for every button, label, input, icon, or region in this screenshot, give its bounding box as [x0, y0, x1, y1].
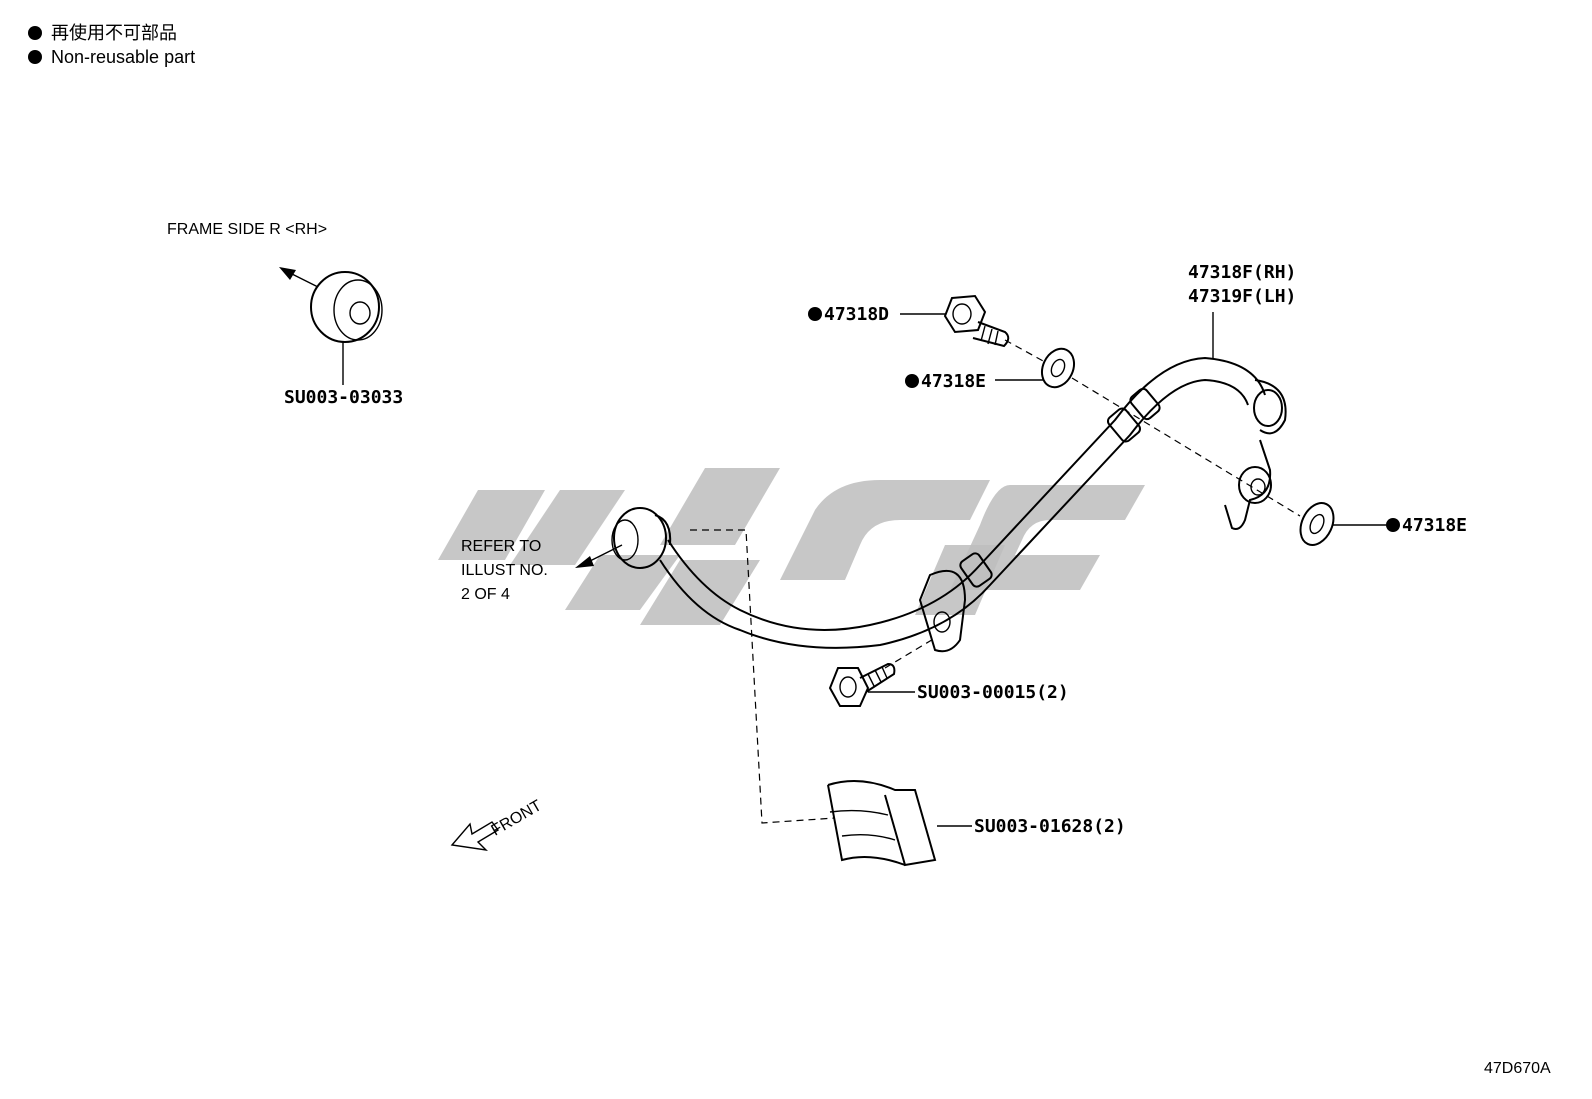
alignment-line-small-bolt [884, 637, 936, 669]
legend-bullet-en [28, 50, 42, 64]
refer-label-line1: REFER TO [461, 538, 541, 555]
legend: 再使用不可部品 Non-reusable part [28, 23, 195, 67]
washer-lower-part [1299, 502, 1386, 546]
frame-side-label: FRAME SIDE R <RH> [167, 221, 327, 238]
grommet-part-number: SU003-03033 [284, 387, 403, 408]
non-reusable-bullet-d [808, 307, 822, 321]
non-reusable-bullet-e1 [905, 374, 919, 388]
front-label: FRONT [489, 797, 545, 839]
refer-label-line2: ILLUST NO. [461, 562, 548, 579]
front-arrow-icon [450, 821, 500, 852]
washer-upper-part-number: 47318E [921, 371, 986, 392]
clip-part-number: SU003-01628(2) [974, 816, 1126, 837]
alignment-line-clip [690, 529, 836, 824]
refer-arrow-icon [575, 544, 623, 568]
legend-text-en: Non-reusable part [51, 47, 195, 67]
drawing-id: 47D670A [1484, 1060, 1551, 1077]
small-bolt-part-number: SU003-00015(2) [917, 682, 1069, 703]
small-bolt-part [828, 662, 915, 707]
legend-bullet-jp [28, 26, 42, 40]
legend-text-jp: 再使用不可部品 [51, 23, 177, 43]
watermark-logo [438, 468, 1145, 625]
hose-part-number-rh: 47318F(RH) [1188, 262, 1296, 283]
hose-part-number-lh: 47319F(LH) [1188, 286, 1296, 307]
bolt-47318d-part-number: 47318D [824, 304, 889, 325]
non-reusable-bullet-e2 [1386, 518, 1400, 532]
washer-lower-part-number: 47318E [1402, 515, 1467, 536]
brake-hose-assembly [611, 312, 1287, 653]
grommet-part [310, 271, 383, 385]
frame-side-arrow-icon [279, 267, 319, 288]
washer-upper-part [995, 347, 1076, 389]
clip-part [827, 780, 972, 867]
bolt-47318d-part [900, 294, 1010, 348]
alignment-line-upper [1004, 339, 1301, 517]
refer-label-line3: 2 OF 4 [461, 586, 510, 603]
